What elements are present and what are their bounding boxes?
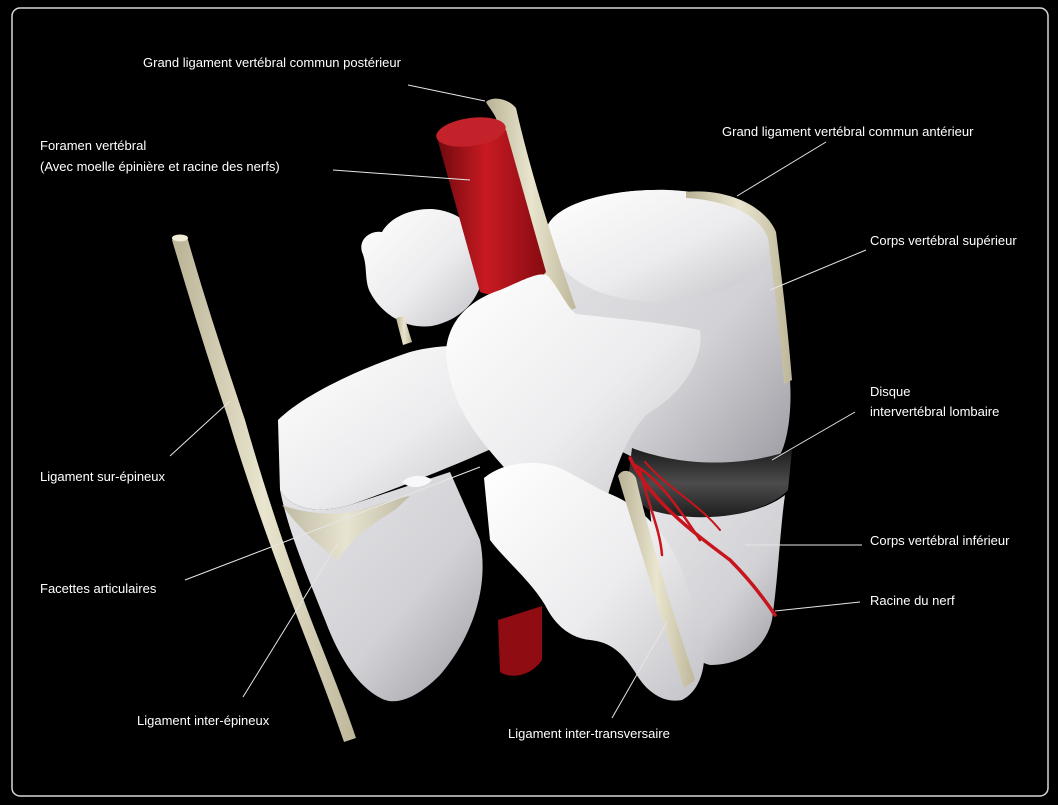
label-posterior-ligament: Grand ligament vertébral commun postérie… [143, 55, 402, 70]
label-anterior-ligament: Grand ligament vertébral commun antérieu… [722, 124, 974, 139]
leader-nerve-root [775, 602, 860, 611]
leader-upper-body [770, 250, 866, 290]
label-nerve-root: Racine du nerf [870, 593, 955, 608]
label-disc-line2: intervertébral lombaire [870, 404, 999, 419]
label-disc-line1: Disque [870, 384, 910, 399]
label-foramen-line2: (Avec moelle épinière et racine des nerf… [40, 159, 280, 174]
leader-anterior-ligament [737, 142, 826, 196]
label-upper-body: Corps vertébral supérieur [870, 233, 1017, 248]
leader-posterior-ligament [408, 85, 485, 101]
label-facets: Facettes articulaires [40, 581, 157, 596]
spinal-cord-lower [498, 606, 542, 676]
label-interspinous: Ligament inter-épineux [137, 713, 270, 728]
label-intertransverse: Ligament inter-transversaire [508, 726, 670, 741]
label-lower-body: Corps vertébral inférieur [870, 533, 1010, 548]
label-supraspinous: Ligament sur-épineux [40, 469, 166, 484]
label-foramen-line1: Foramen vertébral [40, 138, 146, 153]
leader-supraspinous [170, 401, 230, 456]
supraspinous-ligament-end [172, 235, 188, 242]
